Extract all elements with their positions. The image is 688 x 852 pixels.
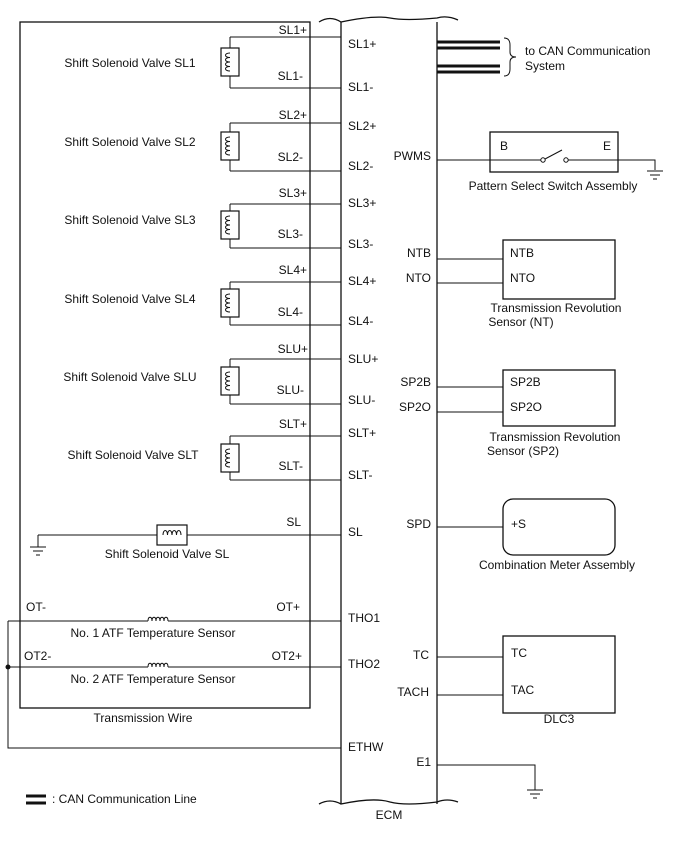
solenoid-slu-circuit bbox=[220, 358, 341, 405]
transmission-wire-label: Transmission Wire bbox=[94, 711, 193, 725]
solenoid-sl-label: Shift Solenoid Valve SL bbox=[105, 547, 230, 561]
ecm-pin-slu-minus: SLU- bbox=[348, 393, 375, 407]
ecm-pin-pwms: PWMS bbox=[394, 149, 431, 163]
dlc3-terminal-tac: TAC bbox=[511, 683, 534, 697]
e1-ground-circuit bbox=[437, 764, 544, 799]
wire-terminal-sl3-plus: SL3+ bbox=[279, 186, 307, 200]
solenoid-sl3-circuit bbox=[220, 203, 341, 249]
transmission-wire-box bbox=[19, 21, 311, 709]
sp2-sensor-sp2o: SP2O bbox=[510, 400, 542, 414]
dlc3-circuit bbox=[437, 635, 616, 714]
atf-temperature-circuit bbox=[5, 616, 341, 749]
ecm-pin-ntb: NTB bbox=[407, 246, 431, 260]
can-system-label-line2: System bbox=[525, 59, 565, 73]
solenoid-slt-label: Shift Solenoid Valve SLT bbox=[68, 448, 200, 462]
ecm-pin-sp2o: SP2O bbox=[399, 400, 431, 414]
sp2-sensor-label-line2: Sensor (SP2) bbox=[487, 444, 559, 458]
ecm-pin-slt-plus: SLT+ bbox=[348, 426, 376, 440]
wire-terminal-ot2-minus: OT2- bbox=[24, 649, 51, 663]
ecm-pin-sl3-plus: SL3+ bbox=[348, 196, 376, 210]
wire-terminal-ot2-plus: OT2+ bbox=[272, 649, 302, 663]
combination-meter-circuit bbox=[437, 498, 616, 556]
wire-terminal-slu-minus: SLU- bbox=[277, 383, 304, 397]
wire-terminal-sl1-minus: SL1- bbox=[278, 69, 303, 83]
solenoid-sl3-label: Shift Solenoid Valve SL3 bbox=[64, 213, 196, 227]
solenoid-sl2-label: Shift Solenoid Valve SL2 bbox=[64, 135, 196, 149]
ecm-pin-sl4-plus: SL4+ bbox=[348, 274, 376, 288]
pattern-switch-terminal-b: B bbox=[500, 139, 508, 153]
ecm-block bbox=[318, 16, 459, 805]
nt-sensor-label-line2: Sensor (NT) bbox=[488, 315, 553, 329]
ecm-pin-tc: TC bbox=[413, 648, 429, 662]
legend-label: : CAN Communication Line bbox=[52, 792, 197, 806]
can-lines bbox=[437, 37, 517, 77]
ecm-pin-sl1-minus: SL1- bbox=[348, 80, 373, 94]
sp2-sensor-label-line1: Transmission Revolution bbox=[490, 430, 621, 444]
ecm-pin-slu-plus: SLU+ bbox=[348, 352, 378, 366]
atf-sensor-1-label: No. 1 ATF Temperature Sensor bbox=[71, 626, 236, 640]
ecm-label: ECM bbox=[376, 808, 403, 822]
ecm-pin-sl3-minus: SL3- bbox=[348, 237, 373, 251]
ecm-pin-e1: E1 bbox=[416, 755, 431, 769]
atf-sensor-2-label: No. 2 ATF Temperature Sensor bbox=[71, 672, 236, 686]
ecm-pin-slt-minus: SLT- bbox=[348, 468, 372, 482]
solenoid-sl4-label: Shift Solenoid Valve SL4 bbox=[64, 292, 196, 306]
wire-terminal-ot-minus: OT- bbox=[26, 600, 46, 614]
ecm-pin-sl4-minus: SL4- bbox=[348, 314, 373, 328]
ecm-pin-tach: TACH bbox=[397, 685, 429, 699]
wire-terminal-slt-minus: SLT- bbox=[279, 459, 303, 473]
ecm-pin-tho1: THO1 bbox=[348, 611, 380, 625]
solenoid-sl1-label: Shift Solenoid Valve SL1 bbox=[64, 56, 196, 70]
ecm-pin-sl2-plus: SL2+ bbox=[348, 119, 376, 133]
wire-terminal-slu-plus: SLU+ bbox=[278, 342, 308, 356]
ecm-pin-sl1-plus: SL1+ bbox=[348, 37, 376, 51]
wire-terminal-slt-plus: SLT+ bbox=[279, 417, 307, 431]
nt-sensor-label-line1: Transmission Revolution bbox=[491, 301, 622, 315]
meter-terminal-s: +S bbox=[511, 517, 526, 531]
pattern-switch-label: Pattern Select Switch Assembly bbox=[469, 179, 638, 193]
ecm-pin-spd: SPD bbox=[406, 517, 431, 531]
wire-terminal-sl1-plus: SL1+ bbox=[279, 23, 307, 37]
pattern-switch-terminal-e: E bbox=[603, 139, 611, 153]
sp2-sensor-sp2b: SP2B bbox=[510, 375, 541, 389]
solenoid-sl1-circuit bbox=[220, 36, 341, 89]
solenoid-slt-circuit bbox=[220, 435, 341, 481]
legend-can-icon bbox=[26, 794, 46, 805]
nt-sensor-circuit bbox=[437, 239, 616, 300]
solenoid-sl-circuit bbox=[29, 524, 341, 556]
nt-sensor-nto: NTO bbox=[510, 271, 535, 285]
wire-terminal-sl3-minus: SL3- bbox=[278, 227, 303, 241]
ecm-pin-nto: NTO bbox=[406, 271, 431, 285]
solenoid-sl2-circuit bbox=[220, 122, 341, 172]
can-system-label-line1: to CAN Communication bbox=[525, 44, 650, 58]
wire-terminal-sl4-minus: SL4- bbox=[278, 305, 303, 319]
wire-terminal-ot-plus: OT+ bbox=[276, 600, 300, 614]
pattern-switch-circuit bbox=[437, 131, 664, 180]
ecm-pin-ethw: ETHW bbox=[348, 740, 384, 754]
wire-terminal-sl2-minus: SL2- bbox=[278, 150, 303, 164]
wire-terminal-sl: SL bbox=[286, 515, 301, 529]
sp2-sensor-circuit bbox=[437, 369, 616, 427]
solenoid-slu-label: Shift Solenoid Valve SLU bbox=[63, 370, 196, 384]
solenoid-sl4-circuit bbox=[220, 281, 341, 326]
ecm-pin-sl: SL bbox=[348, 525, 363, 539]
ecm-pin-sp2b: SP2B bbox=[400, 375, 431, 389]
dlc3-label: DLC3 bbox=[544, 712, 575, 726]
nt-sensor-ntb: NTB bbox=[510, 246, 534, 260]
combination-meter-label: Combination Meter Assembly bbox=[479, 558, 635, 572]
wire-terminal-sl4-plus: SL4+ bbox=[279, 263, 307, 277]
ecm-pin-sl2-minus: SL2- bbox=[348, 159, 373, 173]
wire-terminal-sl2-plus: SL2+ bbox=[279, 108, 307, 122]
ecm-pin-tho2: THO2 bbox=[348, 657, 380, 671]
dlc3-terminal-tc: TC bbox=[511, 646, 527, 660]
